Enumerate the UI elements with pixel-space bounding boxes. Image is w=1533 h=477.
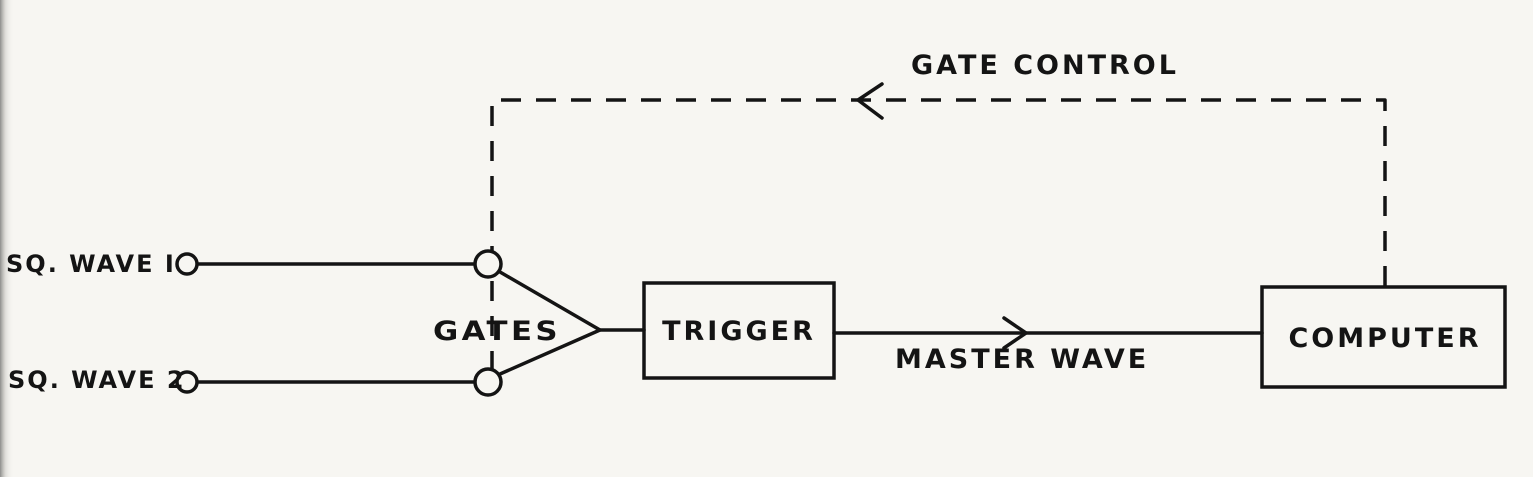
gate-2-node-icon xyxy=(473,367,503,397)
page-edge-shadow xyxy=(0,0,14,477)
gate-control-label: GATE CONTROL xyxy=(911,50,1179,81)
computer-label: COMPUTER xyxy=(1288,323,1481,354)
gate-control-dashed-line xyxy=(490,98,1387,386)
master-wave-label: MASTER WAVE xyxy=(895,344,1149,375)
trigger-block xyxy=(642,281,836,380)
sq-wave-2-terminal-icon xyxy=(175,370,199,394)
gate-1-node-icon xyxy=(473,249,503,279)
master-wave-arrowhead-icon xyxy=(1002,316,1028,350)
sq-wave-2-label: SQ. WAVE 2 xyxy=(8,366,186,394)
gates-label: GATES xyxy=(433,316,561,347)
sq-wave-1-terminal-icon xyxy=(175,252,199,276)
computer-block xyxy=(1260,285,1507,389)
gate-control-arrowhead-icon xyxy=(856,82,884,120)
trigger-label: TRIGGER xyxy=(662,316,816,347)
sq-wave-1-label: SQ. WAVE I xyxy=(6,250,176,278)
